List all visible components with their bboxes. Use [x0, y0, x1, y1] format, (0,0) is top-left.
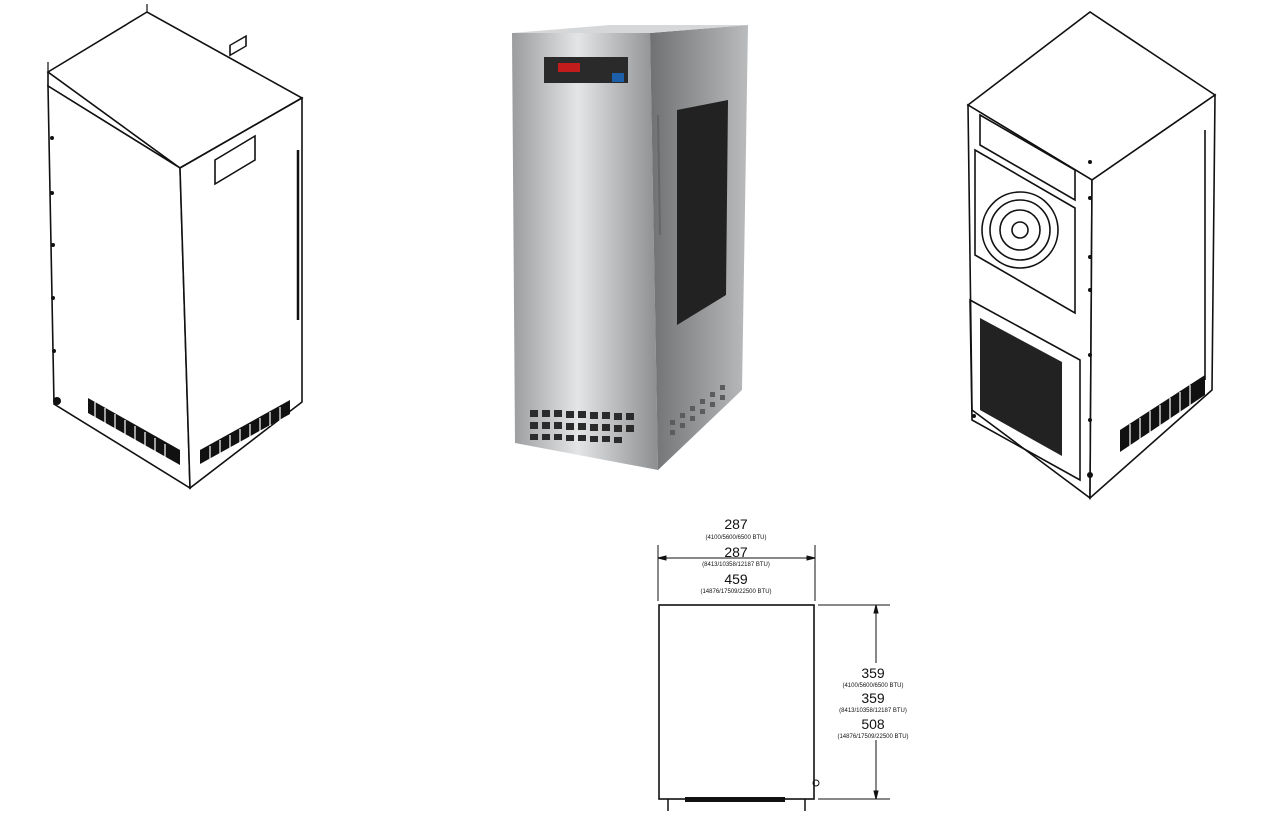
front-isometric-drawing [40, 4, 315, 495]
height-note-3: (14876/17509/22500 BTU) [837, 734, 908, 740]
height-value-2: 359 [861, 690, 885, 706]
width-value-1: 287 [724, 516, 748, 532]
width-value-2: 287 [724, 544, 748, 560]
width-note-1: (4100/5600/6500 BTU) [705, 535, 766, 541]
height-value-3: 508 [861, 716, 885, 732]
height-note-1: (4100/5600/6500 BTU) [842, 683, 903, 689]
height-value-1: 359 [861, 665, 885, 681]
width-note-3: (14876/17509/22500 BTU) [700, 589, 771, 595]
product-photo [500, 25, 755, 470]
dimension-drawing: 287 (4100/5600/6500 BTU) 287 (8413/10358… [640, 515, 940, 835]
width-value-3: 459 [724, 571, 748, 587]
width-note-2: (8413/10358/12187 BTU) [702, 562, 770, 568]
rear-isometric-drawing [950, 10, 1235, 500]
height-note-2: (8413/10358/12187 BTU) [839, 708, 907, 714]
